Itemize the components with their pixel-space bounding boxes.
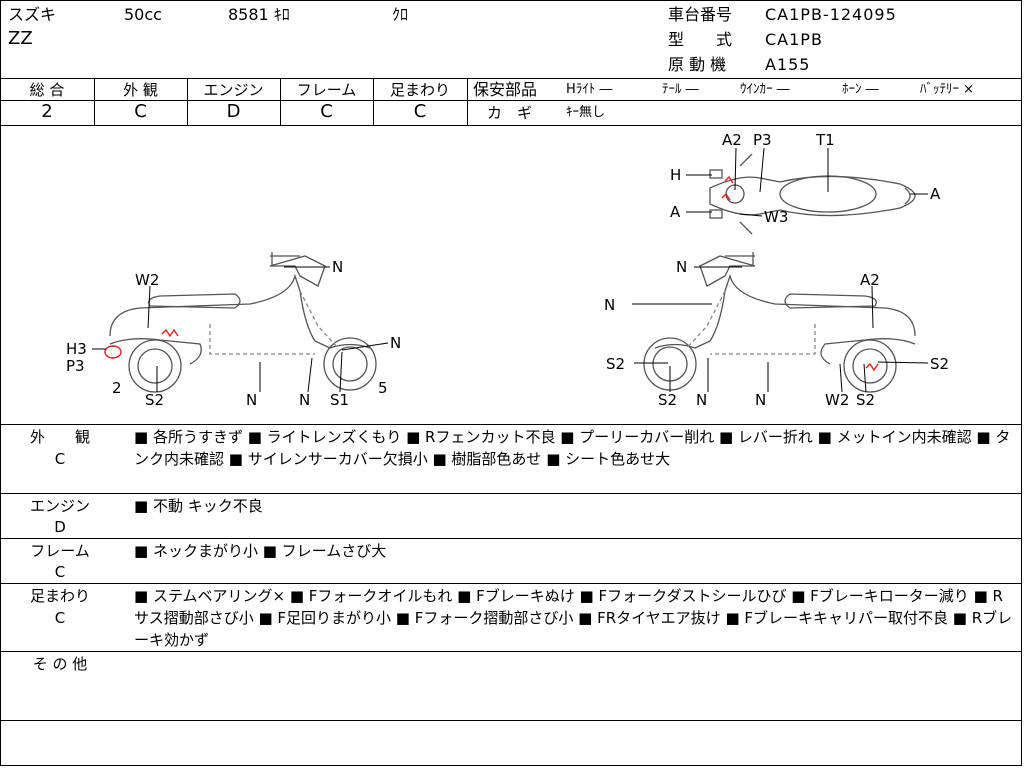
remark-engine-label: エンジン xyxy=(29,497,90,515)
maker: スズキ xyxy=(8,5,57,24)
engine-model-label: 原 動 機 xyxy=(668,55,727,74)
label-left-w2: W2 xyxy=(135,271,159,289)
safety-battery: ﾊﾞｯﾃﾘｰ × xyxy=(920,82,975,97)
divider xyxy=(0,720,1022,721)
label-right-s2-front: S2 xyxy=(606,355,625,373)
label-top-t1: T1 xyxy=(815,131,835,149)
type-label: 型 式 xyxy=(668,30,733,49)
remark-suspension-label: 足まわり xyxy=(29,587,90,605)
grade-overall-label: 総 合 xyxy=(29,81,65,99)
remark-frame-grade: C xyxy=(54,563,66,581)
label-top-h: H xyxy=(670,166,681,184)
label-left-n-handle: N xyxy=(332,258,343,276)
damage-marks xyxy=(104,175,879,372)
engine-model-value: A155 xyxy=(765,55,811,74)
divider xyxy=(187,78,188,125)
label-right-w2: W2 xyxy=(825,391,849,409)
grade-suspension-label: 足まわり xyxy=(389,81,450,99)
divider xyxy=(467,78,468,125)
safety-winker: ｳｲﾝｶｰ ― xyxy=(740,82,790,97)
label-top-a2: A2 xyxy=(722,131,742,149)
scooter-left-view xyxy=(109,252,377,393)
model-name: ZZ xyxy=(8,28,33,49)
remark-frame-text: ■ ネックまがり小 ■ フレームさび大 xyxy=(134,542,387,560)
label-left-s1: S1 xyxy=(330,391,349,409)
safety-headlight: Hﾗｲﾄ ― xyxy=(566,82,613,97)
label-left-n-fork: N xyxy=(299,391,310,409)
divider xyxy=(0,583,1022,584)
frame-number-label: 車台番号 xyxy=(668,5,733,24)
grade-frame-value: C xyxy=(320,101,333,122)
grade-overall-value: 2 xyxy=(41,101,53,122)
safety-title: 保安部品 xyxy=(473,80,538,99)
label-right-n-fork: N xyxy=(696,391,707,409)
divider xyxy=(467,100,1022,101)
label-left-h3: H3 xyxy=(66,340,87,358)
frame-number-value: CA1PB-124095 xyxy=(765,5,897,24)
grade-exterior-label: 外 観 xyxy=(123,81,158,99)
grade-frame-label: フレーム xyxy=(296,81,357,99)
divider xyxy=(0,78,1022,79)
label-right-s2-rear: S2 xyxy=(930,355,949,373)
label-top-w3: W3 xyxy=(764,208,788,226)
label-right-n-shield: N xyxy=(604,296,615,314)
label-left-2: 2 xyxy=(112,379,122,397)
divider xyxy=(0,125,1022,126)
label-left-s2: S2 xyxy=(145,391,164,409)
label-left-5: 5 xyxy=(378,379,388,397)
displacement: 50cc xyxy=(124,5,162,24)
label-top-p3: P3 xyxy=(753,131,772,149)
label-right-n-handle: N xyxy=(676,258,687,276)
leader-lines xyxy=(92,147,929,393)
label-right-s2-wheel: S2 xyxy=(658,391,677,409)
label-left-p3: P3 xyxy=(66,357,85,375)
label-left-n-front: N xyxy=(390,334,401,352)
label-left-n-floor: N xyxy=(246,391,257,409)
label-right-n-floor: N xyxy=(755,391,766,409)
divider xyxy=(0,538,1022,539)
divider xyxy=(94,78,95,125)
divider xyxy=(0,424,1022,425)
label-right-s2-rear-wheel: S2 xyxy=(856,391,875,409)
divider xyxy=(280,78,281,125)
divider xyxy=(0,651,1022,652)
divider xyxy=(0,100,467,101)
key-label: カ ギ xyxy=(487,104,533,122)
mileage: 8581 ｷﾛ xyxy=(228,5,290,24)
grade-exterior-value: C xyxy=(134,101,147,122)
remark-engine-text: ■ 不動 キック不良 xyxy=(134,497,263,515)
key-value: ｷｰ無し xyxy=(566,105,606,120)
safety-tail: ﾃｰﾙ ― xyxy=(662,82,699,97)
grade-suspension-value: C xyxy=(413,101,427,122)
grade-engine-label: エンジン xyxy=(203,81,264,99)
remark-suspension-grade: C xyxy=(54,609,66,627)
label-top-a-left: A xyxy=(670,203,681,221)
remark-exterior-text: ■ 各所うすきず ■ ライトレンズくもり ■ Rフェンカット不良 ■ プーリーカ… xyxy=(134,428,1011,468)
label-top-a: A xyxy=(930,185,941,203)
remark-frame-label: フレーム xyxy=(30,542,90,560)
safety-horn: ﾎｰﾝ ― xyxy=(842,82,879,97)
remark-engine-grade: D xyxy=(54,518,66,536)
color: ｸﾛ xyxy=(392,5,409,24)
divider xyxy=(0,493,1022,494)
remark-other-label: そ の 他 xyxy=(32,655,88,673)
grade-engine-value: D xyxy=(226,101,241,122)
scooter-top-view xyxy=(709,153,916,235)
damage-diagram: A2 P3 T1 H A W3 A W2 N N H3 P3 2 S2 N N … xyxy=(66,131,949,409)
label-right-a2: A2 xyxy=(860,271,880,289)
remark-suspension-text: ■ ステムベアリング× ■ Fフォークオイルもれ ■ Fブレーキぬけ ■ Fフォ… xyxy=(134,587,1013,649)
divider xyxy=(373,78,374,125)
remark-exterior-label: 外 観 xyxy=(29,428,90,446)
remark-exterior-grade: C xyxy=(54,450,66,468)
type-value: CA1PB xyxy=(765,30,823,49)
